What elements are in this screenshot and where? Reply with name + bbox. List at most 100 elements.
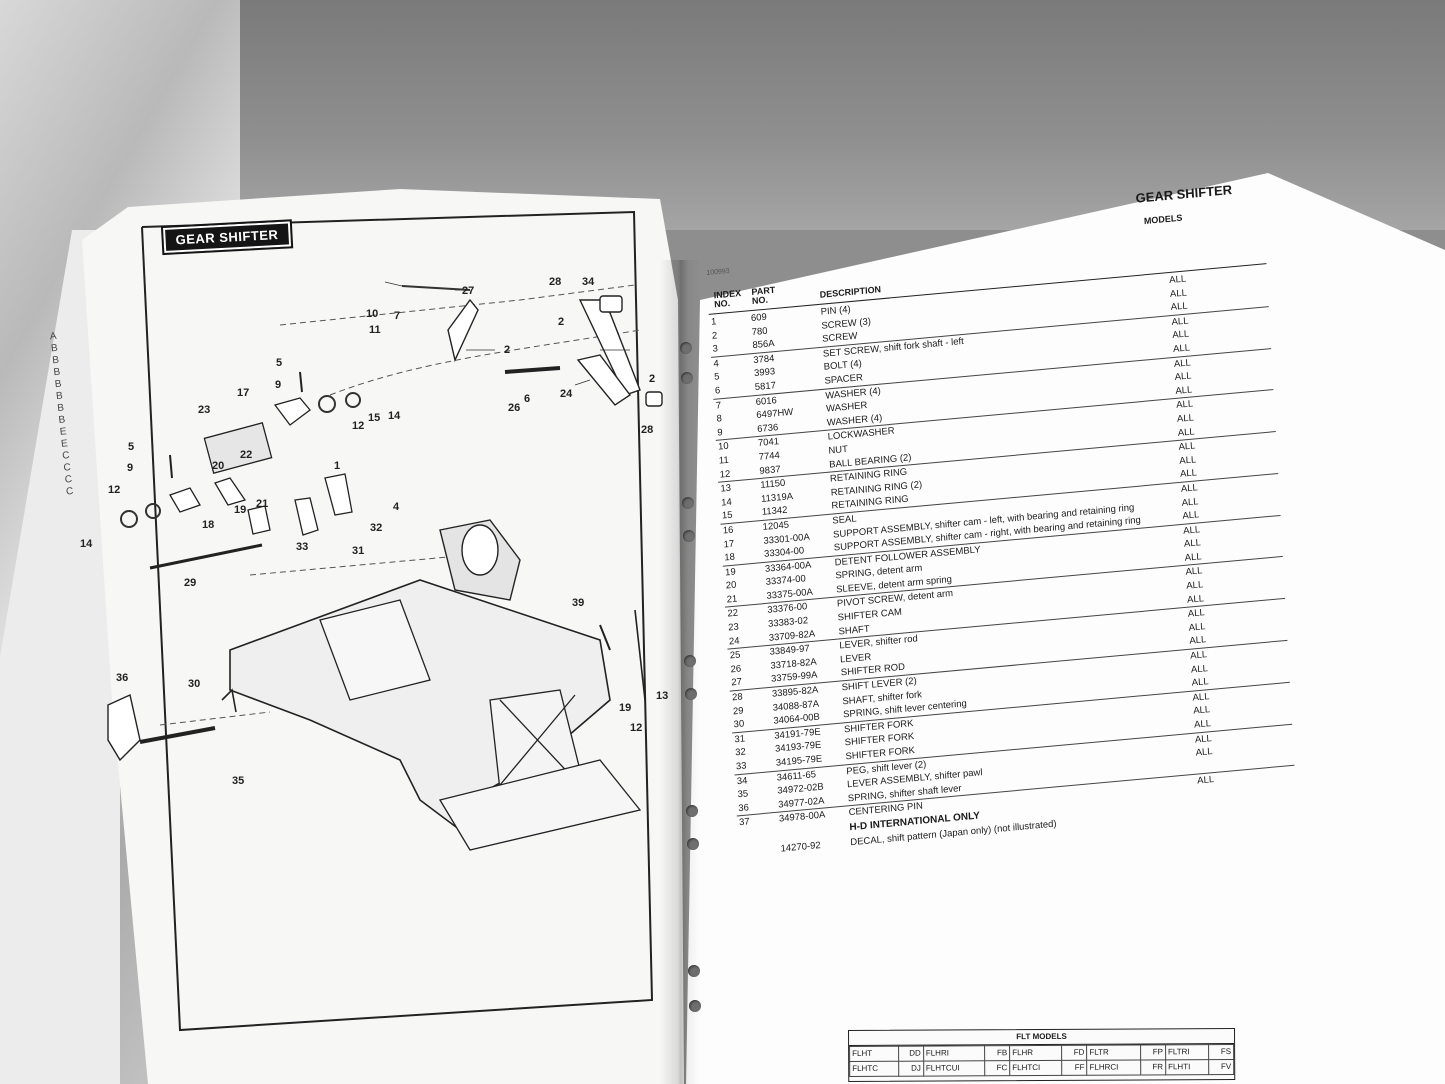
figure-reference: 100993 (706, 267, 730, 277)
tab-letter: C (65, 485, 74, 498)
callout-number: 28 (549, 276, 562, 288)
model-name: FLHR (1009, 1045, 1062, 1061)
callout-number: 19 (234, 504, 247, 516)
callout-number: 11 (369, 324, 381, 336)
row-index: 24 (728, 635, 740, 648)
binder-hole (686, 805, 698, 817)
part-column-header: PART NO. (751, 284, 776, 306)
model-code: FC (984, 1060, 1010, 1076)
callout-number: 13 (656, 690, 669, 702)
callout-number: 33 (296, 541, 309, 553)
index-column-header: INDEX NO. (713, 287, 742, 310)
model-code: FP (1140, 1044, 1166, 1060)
callout-number: 29 (184, 577, 197, 589)
model-code: FV (1208, 1059, 1234, 1075)
row-index: 15 (721, 509, 733, 522)
page-gutter (660, 260, 700, 1084)
description-column-header: DESCRIPTION (819, 284, 882, 300)
row-index: 30 (733, 718, 745, 731)
model-code: DJ (898, 1061, 924, 1077)
callout-number: 10 (366, 308, 379, 320)
row-index: 21 (726, 593, 738, 606)
callout-number: 39 (572, 597, 585, 609)
callout-number: 15 (368, 412, 381, 424)
model-name: FLHRI (923, 1045, 985, 1062)
model-code: FS (1208, 1044, 1234, 1060)
model-code: DD (898, 1046, 924, 1062)
callout-number: 32 (370, 522, 383, 534)
callout-number: 2 (558, 316, 565, 328)
callout-number: 21 (256, 498, 269, 510)
row-index: 33 (735, 760, 747, 773)
model-name: FLHTCUI (923, 1060, 985, 1077)
callout-number: 23 (198, 404, 211, 416)
model-code: FF (1061, 1060, 1088, 1076)
row-index: 18 (724, 551, 736, 564)
binder-hole (683, 530, 695, 542)
binder-hole (687, 838, 699, 850)
callout-number: 17 (237, 387, 250, 399)
ring-part (120, 510, 138, 528)
model-name: FLTR (1086, 1044, 1141, 1061)
ring-part (345, 392, 361, 408)
ring-part (145, 503, 161, 519)
binder-hole (688, 965, 700, 977)
callout-number: 18 (202, 519, 215, 531)
callout-number: 24 (560, 388, 573, 400)
row-index: 3 (712, 343, 719, 355)
callout-number: 9 (275, 379, 282, 391)
callout-number: 7 (394, 310, 401, 322)
model-name: FLHRCI (1086, 1059, 1141, 1076)
model-name: FLHTC (849, 1061, 899, 1077)
model-code: FR (1140, 1059, 1166, 1075)
row-index: 9 (717, 426, 723, 439)
row-index: 36 (738, 802, 750, 815)
callout-number: 1 (334, 460, 341, 472)
binder-hole (682, 497, 694, 509)
binder-hole (680, 342, 692, 354)
callout-number: 35 (232, 775, 245, 787)
callout-number: 12 (108, 484, 121, 496)
binder-hole (681, 372, 693, 384)
callout-number: 2 (504, 344, 511, 356)
ring-part (318, 395, 336, 413)
callout-number: 30 (188, 678, 201, 690)
callout-number: 22 (240, 449, 253, 461)
model-name: FLHT (849, 1046, 899, 1062)
model-name: FLTRI (1165, 1044, 1209, 1060)
binder-hole (685, 688, 697, 700)
callout-number: 2 (649, 373, 656, 385)
callout-number: 12 (630, 722, 643, 734)
callout-number: 9 (127, 462, 134, 474)
callout-number: 12 (352, 420, 365, 432)
callout-number: 28 (641, 424, 654, 436)
model-code: FD (1061, 1045, 1087, 1061)
callout-number: 36 (116, 672, 129, 684)
binder-hole (689, 1000, 701, 1012)
binder-hole (684, 655, 696, 667)
callout-number: 20 (212, 460, 225, 472)
row-index: 12 (719, 468, 731, 481)
callout-number: 14 (388, 410, 401, 422)
row-index: 6 (714, 385, 721, 397)
callout-number: 14 (80, 538, 93, 550)
callout-number: 26 (508, 402, 521, 414)
callout-number: 34 (582, 276, 595, 288)
model-name: FLHTI (1165, 1059, 1209, 1075)
callout-number: 5 (128, 441, 135, 453)
row-index: 27 (731, 676, 743, 689)
callout-number: 5 (276, 357, 283, 369)
callout-number: 19 (619, 702, 632, 714)
callout-number: 6 (524, 393, 531, 405)
model-code: FB (984, 1045, 1010, 1061)
callout-number: 27 (462, 285, 475, 297)
callout-number: 4 (393, 501, 400, 513)
callout-number: 31 (352, 545, 365, 557)
